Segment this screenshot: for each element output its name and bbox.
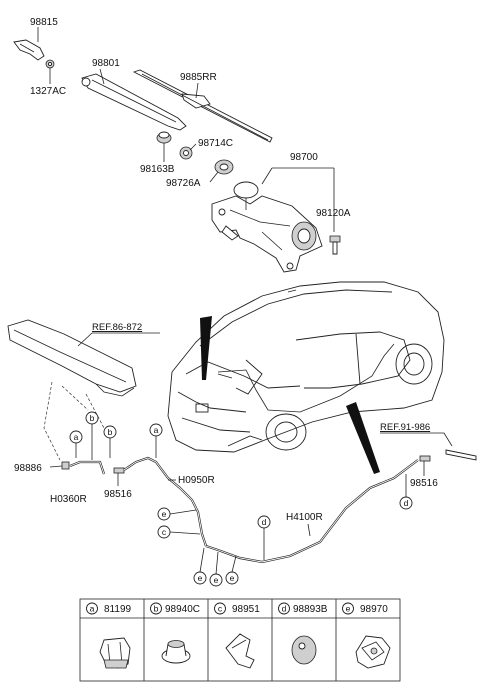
wiper-nut [45, 59, 55, 69]
vehicle-body [167, 281, 445, 453]
callout-a-center: a [149, 423, 163, 437]
label-9885RR: 9885RR [180, 72, 217, 83]
legend-header-d: d 98893B [278, 602, 328, 615]
label-98120A: 98120A [316, 208, 351, 219]
label-H0360R: H0360R [50, 494, 87, 505]
wiper-blade [132, 69, 273, 143]
svg-text:98951: 98951 [232, 604, 260, 615]
washer-hose-short [61, 460, 106, 475]
clip-98951-drawing [225, 633, 255, 669]
washer-hose-H0950R [123, 456, 208, 547]
label-98714C: 98714C [198, 138, 233, 149]
parts-legend-table: a 81199 b 98940C c 98951 d 98893B e 9897… [79, 598, 401, 682]
label-98815: 98815 [30, 17, 58, 28]
pointer-wedge-right [346, 402, 380, 474]
ref-86-872: REF.86-872 [92, 322, 142, 333]
label-1327AC: 1327AC [30, 86, 66, 97]
hose-connector-right [419, 455, 431, 462]
svg-text:98940C: 98940C [165, 604, 200, 615]
label-98726A: 98726A [166, 178, 201, 189]
label-98886: 98886 [14, 463, 42, 474]
svg-text:98970: 98970 [360, 604, 388, 615]
label-H4100R: H4100R [286, 512, 323, 523]
svg-text:b: b [90, 413, 95, 423]
label-98516-left: 98516 [104, 489, 132, 500]
callout-b-left-1: b [85, 411, 99, 425]
svg-text:a: a [74, 432, 79, 442]
svg-text:d: d [404, 498, 409, 508]
pivot-cap [156, 131, 172, 144]
callout-c: c [157, 525, 171, 539]
wiper-arm-cap [13, 39, 45, 61]
callout-e-upper: e [157, 507, 171, 521]
clip-81199-drawing [99, 637, 131, 669]
cap-98893B-drawing [291, 635, 317, 665]
svg-text:b: b [108, 427, 113, 437]
pivot-grommet [214, 159, 234, 175]
label-98163B: 98163B [140, 164, 175, 175]
label-98700: 98700 [290, 152, 318, 163]
washer-hose-H4100R [205, 459, 419, 564]
svg-text:e: e [230, 573, 235, 583]
svg-text:e: e [162, 509, 167, 519]
svg-text:81199: 81199 [104, 604, 132, 615]
svg-text:e: e [198, 573, 203, 583]
callout-e-lower-1: e [193, 571, 207, 585]
callout-d-right: d [399, 496, 413, 510]
callout-e-lower-3: e [225, 571, 239, 585]
callout-b-left-2: b [103, 425, 117, 439]
label-H0950R: H0950R [178, 475, 215, 486]
callout-a-left: a [69, 430, 83, 444]
legend-header-c: c 98951 [214, 602, 260, 615]
callout-d-center: d [257, 515, 271, 529]
svg-text:c: c [218, 604, 223, 614]
label-98801: 98801 [92, 58, 120, 69]
legend-header-b: b 98940C [150, 602, 200, 615]
pivot-nut [179, 146, 193, 160]
label-98516-right: 98516 [410, 478, 438, 489]
svg-text:d: d [282, 604, 287, 614]
hose-connector-left [113, 467, 125, 474]
svg-text:e: e [214, 575, 219, 585]
motor-bolt [329, 235, 341, 255]
pointer-wedge-left [200, 316, 212, 380]
svg-text:a: a [154, 425, 159, 435]
washer-nozzle-ref [445, 449, 477, 461]
ref-91-986: REF.91-986 [380, 422, 430, 433]
svg-text:b: b [154, 604, 159, 614]
svg-text:c: c [162, 527, 167, 537]
svg-text:e: e [346, 604, 351, 614]
svg-text:98893B: 98893B [293, 604, 328, 615]
grommet-98940C-drawing [161, 640, 191, 664]
svg-text:a: a [90, 604, 95, 614]
wiper-motor [211, 181, 323, 273]
wiper-arm [81, 73, 187, 131]
rear-spoiler [7, 319, 137, 397]
legend-header-e: e 98970 [342, 602, 388, 615]
clip-98970-drawing [355, 635, 391, 669]
legend-header-a: a 81199 [86, 602, 132, 615]
svg-text:d: d [262, 517, 267, 527]
callout-e-lower-2: e [209, 573, 223, 587]
